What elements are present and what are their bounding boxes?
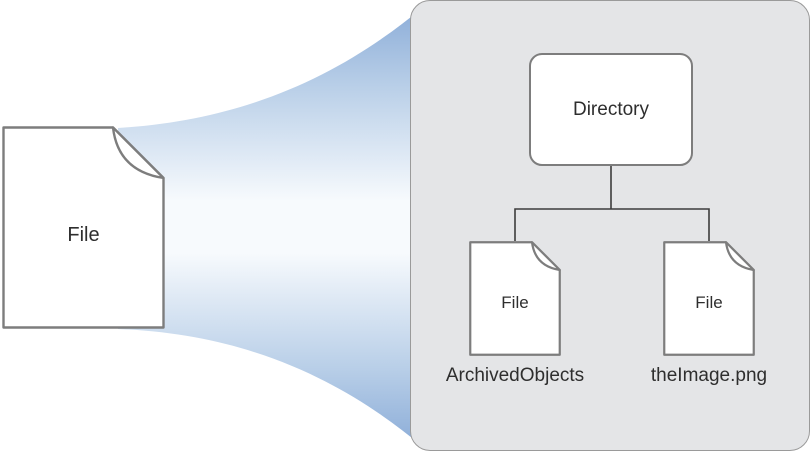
- child-file-archived-objects: File: [469, 241, 561, 356]
- child-file-the-image: File: [663, 241, 755, 356]
- file-icon: [663, 241, 755, 356]
- directory-label: Directory: [572, 98, 649, 120]
- source-file-icon: File: [2, 126, 165, 329]
- file-icon: [469, 241, 561, 356]
- caption-the-image: theImage.png: [650, 365, 768, 386]
- directory-node: Directory: [529, 53, 693, 166]
- file-icon: [2, 126, 165, 329]
- caption-archived-objects: ArchivedObjects: [445, 365, 585, 386]
- package-panel: Directory File File ArchivedObjects theI…: [410, 0, 810, 451]
- tree-connectors: [514, 166, 710, 241]
